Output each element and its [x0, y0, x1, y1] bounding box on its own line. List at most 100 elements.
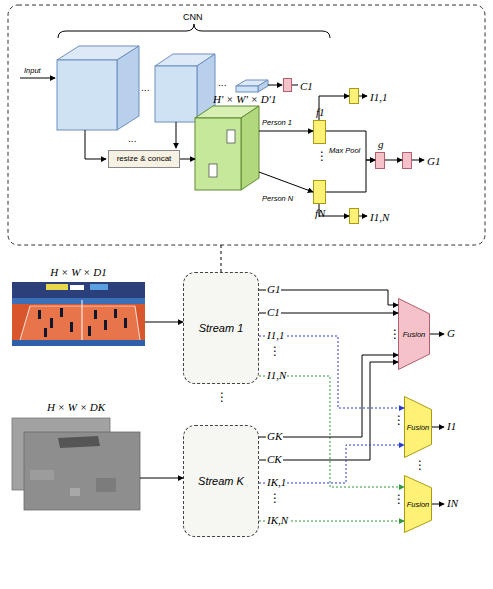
volleyball-frame	[38, 308, 127, 337]
cube-shape	[195, 106, 259, 190]
volleyball-frame	[60, 308, 63, 317]
annotation-label: CNN	[183, 12, 203, 22]
edge-label: C1	[266, 306, 281, 318]
annotation-label: ⋮	[269, 492, 281, 504]
input-image: H × W × D1	[12, 282, 145, 346]
pool-box: g	[375, 152, 385, 169]
wire	[268, 85, 282, 86]
wire	[292, 85, 298, 86]
volleyball-frame	[44, 328, 47, 337]
connector	[259, 172, 313, 192]
volleyball-frame	[12, 282, 145, 346]
node-text: C1	[300, 80, 313, 92]
cnn-feature-bar	[236, 80, 268, 92]
node-text: H × W × D1	[50, 266, 106, 278]
trapezoid-outline	[405, 476, 432, 533]
connector	[180, 159, 195, 160]
connector	[259, 362, 398, 460]
node-text: H × W × DK	[47, 401, 105, 413]
edge-label: G1	[266, 283, 281, 295]
depth-frame	[96, 478, 116, 492]
fusion-block: Fusion	[404, 396, 432, 458]
cnn-layer-cube	[57, 46, 139, 130]
annotation-label: ⋮	[316, 150, 328, 162]
depth-frame	[30, 470, 54, 480]
node-text: f1	[316, 106, 325, 118]
cnn-layer-cube	[155, 66, 197, 122]
stream-detail-panel	[8, 5, 485, 245]
volleyball-frame	[20, 306, 30, 340]
connector	[145, 322, 183, 323]
volleyball-frame	[94, 310, 97, 319]
wire	[176, 122, 177, 148]
depth-frame	[70, 488, 80, 496]
annotation-label: Input	[24, 66, 41, 75]
connector	[326, 131, 375, 160]
volleyball-frame	[50, 318, 53, 328]
volleyball-frame	[38, 310, 41, 319]
output-box: I1,N	[349, 208, 359, 224]
connector	[259, 131, 313, 132]
cnn-feature-bar	[236, 86, 258, 92]
cnn-layer-cube	[117, 46, 139, 130]
annotation-label: G	[447, 327, 455, 339]
connector	[385, 160, 402, 161]
person-region	[209, 164, 217, 177]
wire	[430, 334, 444, 335]
fusion-block: Fusion	[404, 475, 432, 533]
connector	[319, 204, 349, 216]
connector	[326, 160, 375, 192]
cnn-brace	[58, 24, 330, 38]
annotation-label: ...	[218, 78, 227, 88]
node-text: Fusion	[403, 330, 426, 339]
volleyball-frame	[104, 320, 107, 330]
annotation-label: ...	[128, 134, 137, 144]
node-text: Fusion	[407, 423, 430, 432]
volleyball-frame	[12, 340, 145, 346]
volleyball-frame	[135, 306, 140, 340]
wire	[359, 96, 367, 97]
trapezoid-outline	[399, 299, 430, 370]
node-text: I1,1	[370, 91, 387, 103]
volleyball-frame	[12, 282, 145, 298]
stream-detail-panel	[8, 5, 485, 245]
output-box: G1	[402, 152, 412, 169]
cube-face	[195, 118, 241, 190]
wire	[412, 160, 424, 161]
connector	[259, 355, 398, 437]
annotation-label: ⋮	[216, 391, 228, 403]
input-arrow	[20, 78, 55, 79]
volleyball-frame	[12, 304, 145, 346]
volleyball-frame	[114, 309, 117, 318]
node-text: I1,N	[370, 211, 389, 223]
person-box: fN	[313, 180, 326, 204]
annotation-label: ⋮	[389, 328, 401, 340]
edge-label: IK,1	[266, 476, 287, 488]
depth-frame	[24, 432, 140, 510]
connector	[259, 336, 404, 408]
wire	[85, 130, 106, 159]
feature-box: C1	[283, 78, 292, 92]
annotation-label: ⋮	[393, 493, 405, 505]
edge-label: Max Pool	[329, 146, 360, 155]
node-text: g	[378, 138, 384, 150]
volleyball-frame	[88, 326, 91, 336]
cube-face	[241, 106, 259, 190]
stream-box: Stream 1	[183, 272, 259, 384]
edge-label: Person N	[262, 194, 293, 203]
annotation-label: I1	[447, 420, 456, 432]
volleyball-frame	[12, 282, 145, 346]
edge-label: IK,N	[266, 514, 289, 526]
edge-label: I1,N	[266, 369, 287, 381]
feature-cube: H' × W' × D'1	[195, 106, 259, 190]
edge-label: GK	[266, 430, 283, 442]
fusion-block: Fusion	[398, 298, 430, 370]
connector	[259, 376, 404, 487]
node-text: H' × W' × D'1	[213, 93, 276, 105]
trapezoid-outline	[405, 397, 432, 458]
wire	[432, 504, 444, 505]
edge-label: I1,1	[266, 329, 285, 341]
node-text: Fusion	[407, 500, 430, 509]
input-arrow	[20, 78, 55, 79]
node-text: resize & concat	[117, 154, 172, 164]
